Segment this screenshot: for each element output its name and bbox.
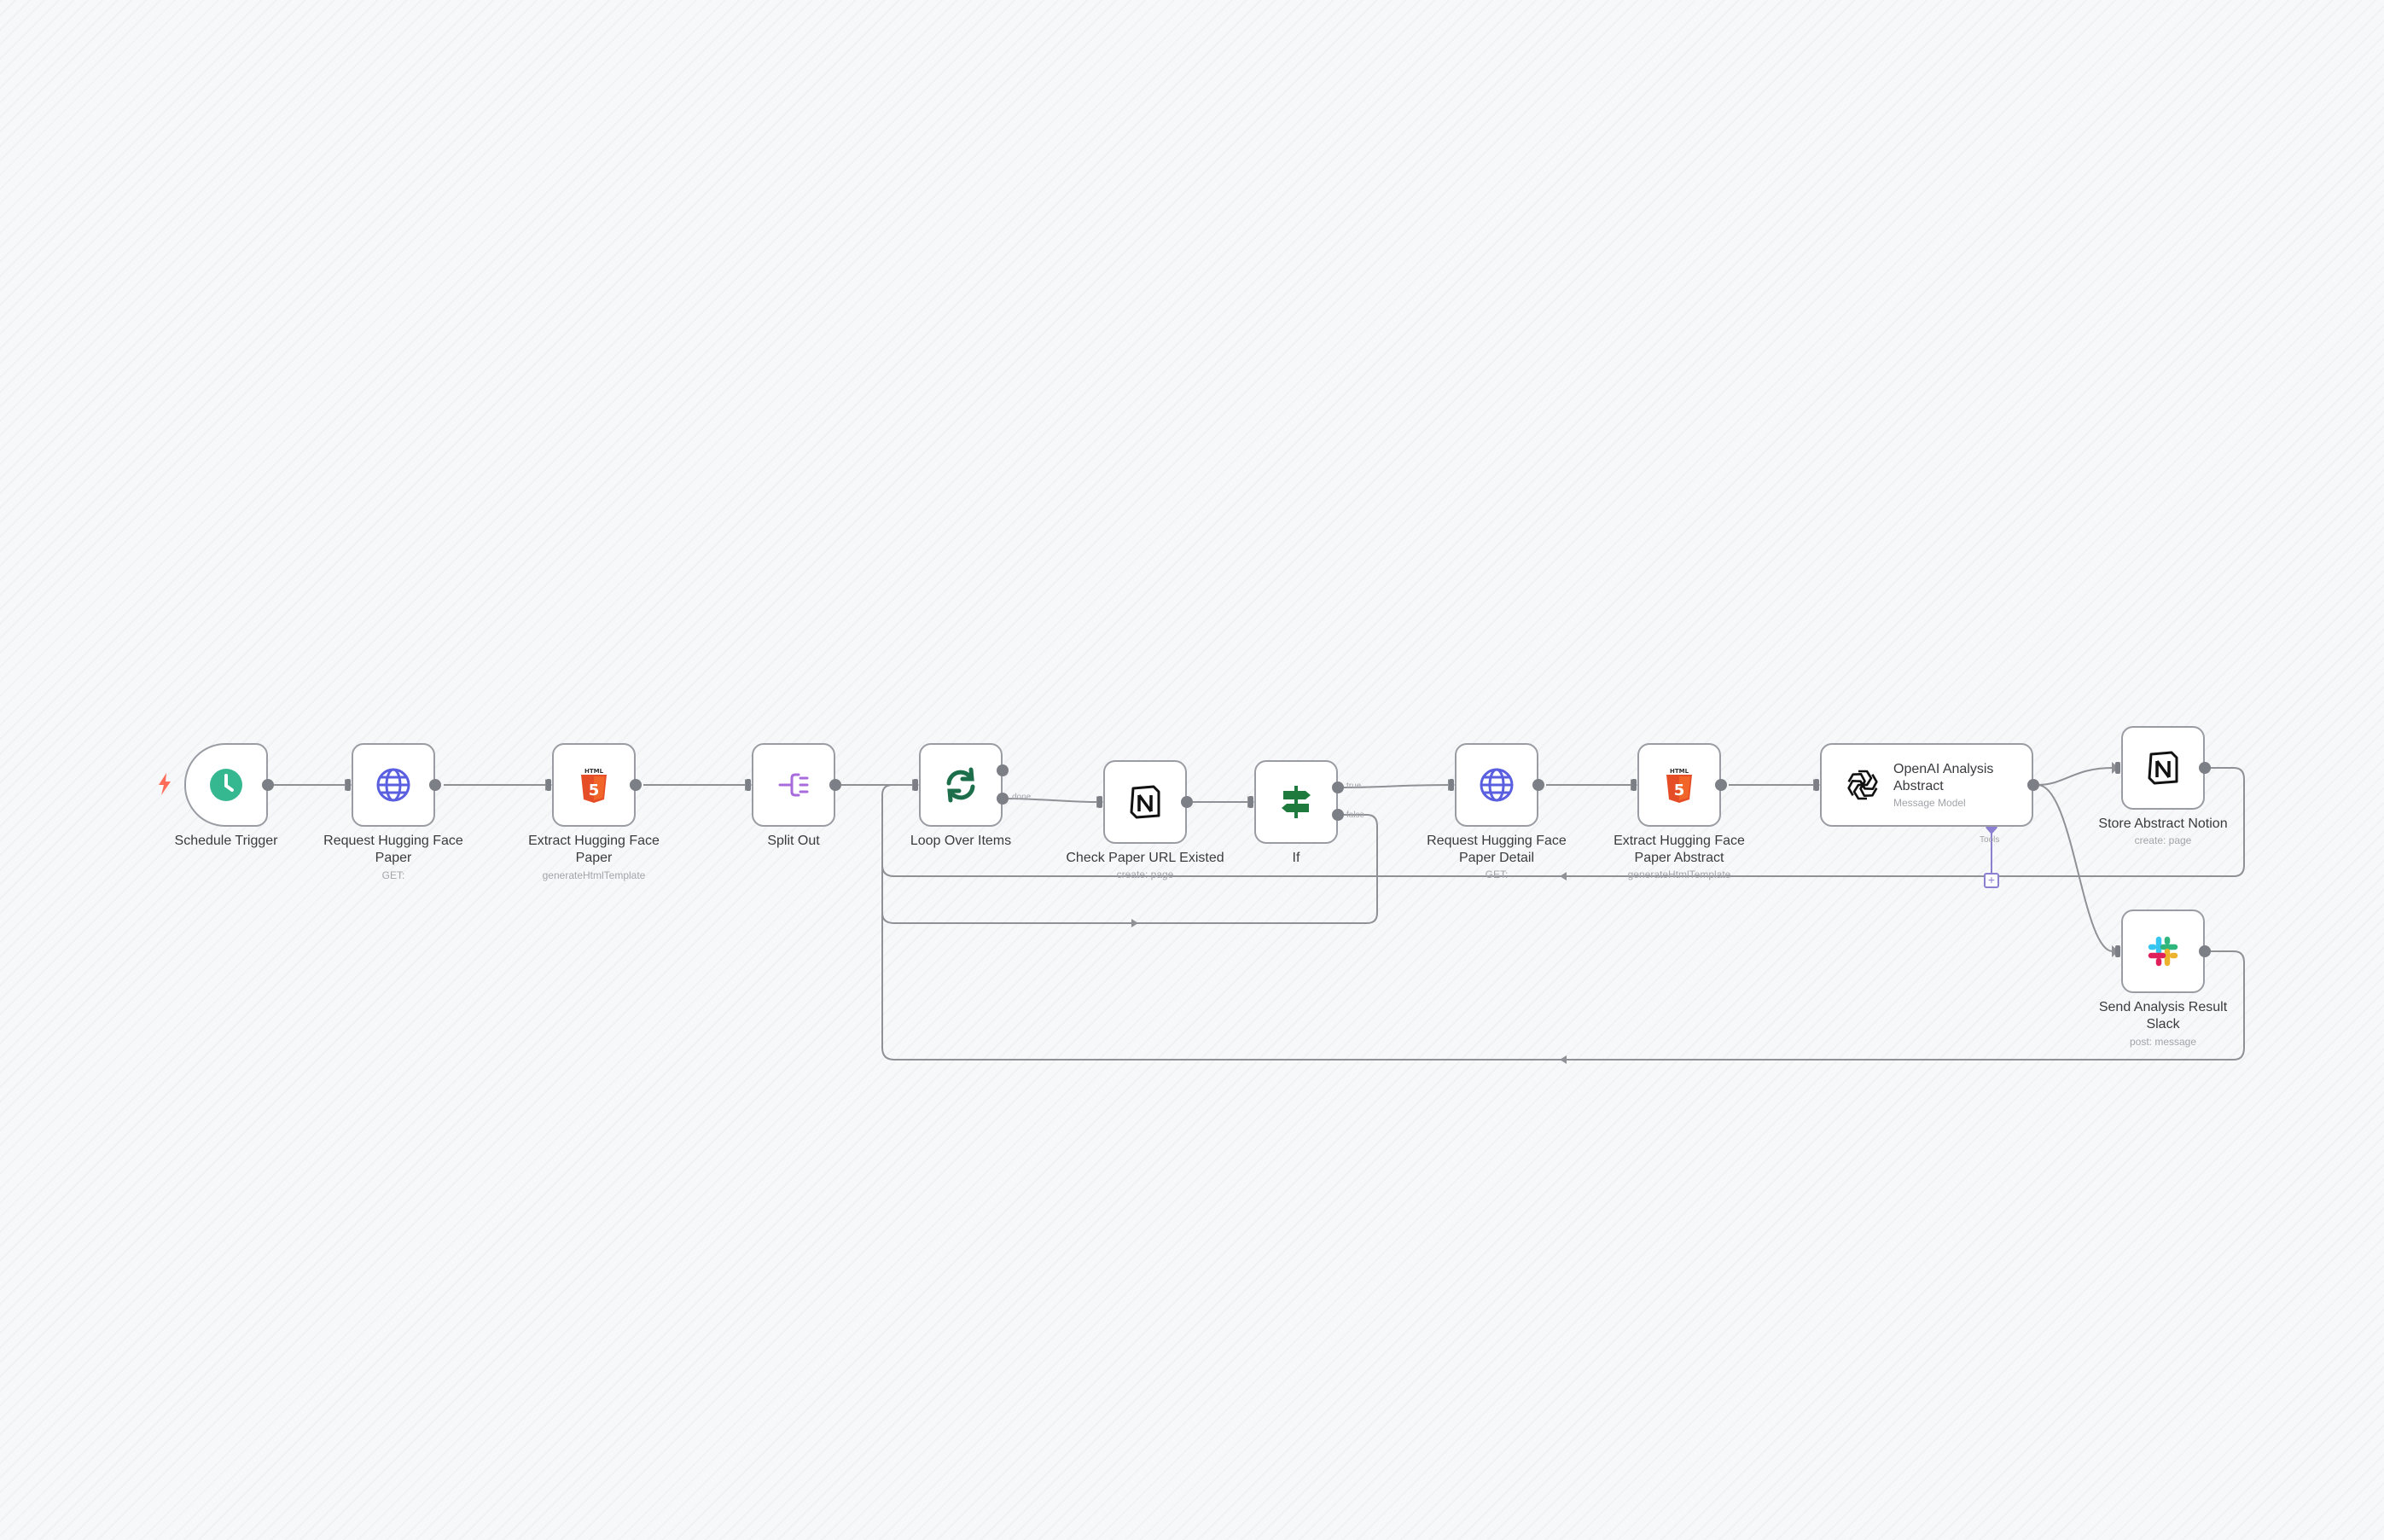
openai-icon [1844,766,1881,804]
node-openai-analysis-abstract[interactable]: OpenAI Analysis Abstract Message Model [1820,743,2033,827]
node-subtitle: create: page [2134,834,2192,846]
loop-output-handle[interactable] [997,764,1009,776]
edge-label-true: true [1346,782,1362,791]
globe-icon [1478,766,1515,804]
globe-icon [375,766,412,804]
done-output-handle[interactable] [997,793,1009,805]
svg-text:5: 5 [1674,782,1685,799]
html5-icon: HTML 5 [575,766,613,804]
node-title: Store Abstract Notion [2098,816,2228,831]
node-title: Extract Hugging Face Paper [528,834,660,865]
node-title: Split Out [767,834,820,848]
false-output-handle[interactable] [1332,809,1344,821]
input-handle[interactable] [2115,945,2120,957]
node-subtitle: generateHtmlTemplate [1627,869,1731,880]
output-handle[interactable] [1181,796,1193,808]
if-signpost-icon [1277,783,1315,821]
node-title: Extract Hugging Face Paper Abstract [1614,834,1745,865]
edge-label-false: false [1346,811,1365,820]
node-title: Check Paper URL Existed [1066,851,1224,865]
node-subtitle: Message Model [1893,797,1966,809]
node-loop-over-items[interactable] [919,743,1003,827]
edge-label-tools: Tools [1980,835,2000,845]
clock-icon [207,766,245,804]
node-subtitle: GET: [1485,869,1509,880]
output-handle[interactable] [429,779,441,791]
output-handle[interactable] [2199,762,2211,774]
node-title: Send Analysis Result Slack [2098,1000,2228,1032]
node-send-analysis-result-slack[interactable] [2121,909,2205,993]
input-handle[interactable] [546,779,551,791]
input-handle[interactable] [2115,762,2120,774]
node-title: OpenAI Analysis Abstract [1893,762,1994,793]
node-subtitle: generateHtmlTemplate [542,869,646,881]
node-extract-hugging-face-paper-abstract[interactable]: HTML 5 [1637,743,1721,827]
node-store-abstract-notion[interactable] [2121,726,2205,810]
input-handle[interactable] [1631,779,1637,791]
node-title: Loop Over Items [910,834,1012,848]
node-extract-hugging-face-paper[interactable]: HTML 5 [552,743,636,827]
input-handle[interactable] [1097,796,1102,808]
node-title: Request Hugging Face Paper [323,834,463,865]
input-handle[interactable] [746,779,751,791]
node-request-hugging-face-paper-detail[interactable] [1455,743,1538,827]
edge-label-done: done [1012,793,1032,802]
svg-text:HTML: HTML [584,768,604,775]
input-handle[interactable] [1248,796,1253,808]
node-title: Schedule Trigger [174,834,278,848]
node-request-hugging-face-paper[interactable] [352,743,435,827]
notion-icon [1126,783,1164,821]
output-handle[interactable] [1715,779,1727,791]
notion-icon [2144,749,2182,787]
node-subtitle: create: page [1116,869,1174,880]
input-handle[interactable] [1814,779,1819,791]
input-handle[interactable] [1449,779,1454,791]
output-handle[interactable] [829,779,841,791]
input-handle[interactable] [913,779,918,791]
loop-icon [942,766,980,804]
add-tool-button[interactable]: + [1984,873,1999,888]
node-title: Request Hugging Face Paper Detail [1427,834,1567,865]
output-handle[interactable] [2199,945,2211,957]
html5-icon: HTML 5 [1660,766,1698,804]
output-handle[interactable] [1532,779,1544,791]
node-schedule-trigger[interactable] [184,743,268,827]
input-handle[interactable] [346,779,351,791]
slack-icon [2144,933,2182,970]
output-handle[interactable] [630,779,642,791]
svg-text:5: 5 [589,782,600,799]
trigger-bolt-icon [159,773,171,795]
split-out-icon [775,766,812,804]
svg-text:HTML: HTML [1670,768,1689,775]
node-split-out[interactable] [752,743,835,827]
node-subtitle: GET: [381,869,405,881]
node-if[interactable] [1254,760,1338,844]
true-output-handle[interactable] [1332,782,1344,793]
node-check-paper-url-existed[interactable] [1103,760,1187,844]
openai-node-text: OpenAI Analysis Abstract Message Model [1893,761,2004,809]
output-handle[interactable] [2027,779,2039,791]
node-subtitle: post: message [2129,1036,2197,1048]
output-handle[interactable] [262,779,274,791]
node-title: If [1292,851,1300,865]
